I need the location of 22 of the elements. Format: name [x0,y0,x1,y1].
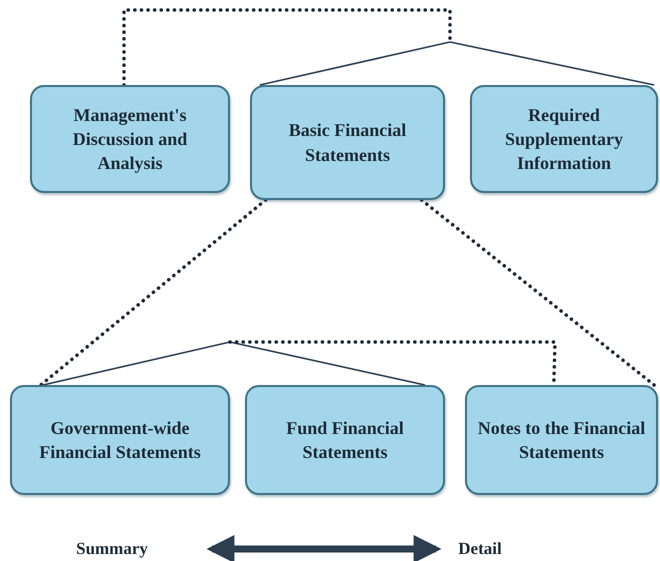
double-arrow [206,535,442,561]
component-box [250,85,445,200]
connector-line [230,341,426,386]
box-label: Basic Financial Statements [288,119,408,166]
box-label: Required Supplementary Information [504,104,624,176]
connector-line [450,41,654,86]
dotted-connector [420,198,656,387]
box-label: Government-wide Financial Statements [38,416,202,464]
box-label: Notes to the Financial Statements [476,416,646,464]
scale-label: Summary [62,538,162,560]
connector-line [260,41,450,86]
component-box [10,385,230,495]
component-box [465,385,658,495]
scale-label: Detail [450,538,510,560]
box-label: Management's Discussion and Analysis [72,104,188,176]
connector-line [42,341,230,386]
component-box [470,85,658,193]
component-box [30,85,230,193]
dotted-connector [122,8,452,87]
box-label: Fund Financial Statements [285,416,405,464]
dotted-connector [39,198,268,387]
component-box [245,385,445,495]
